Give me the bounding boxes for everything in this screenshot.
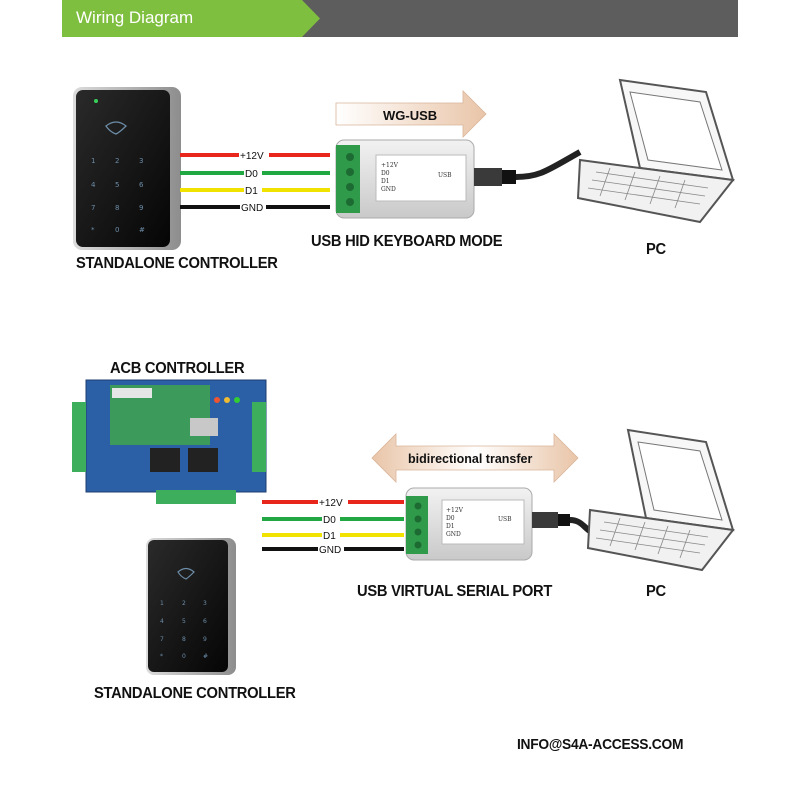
wire-label-12v: +12V (319, 498, 343, 509)
svg-text:+12V: +12V (381, 162, 399, 169)
header-tab: Wiring Diagram (62, 0, 320, 37)
svg-text:3: 3 (139, 157, 143, 165)
wire-labels-2: +12V D0 D1 GND (318, 496, 348, 556)
svg-text:1: 1 (91, 157, 95, 165)
svg-text:USB: USB (498, 516, 512, 523)
bidirectional-transfer-label: bidirectional transfer (408, 452, 532, 466)
wg-usb-arrow (335, 90, 487, 138)
svg-text:D0: D0 (446, 515, 455, 522)
svg-text:6: 6 (203, 618, 207, 625)
svg-text:#: # (139, 226, 145, 234)
svg-text:4: 4 (160, 618, 164, 625)
wire-label-d0: D0 (323, 515, 336, 526)
svg-text:0: 0 (182, 653, 186, 660)
svg-text:6: 6 (139, 181, 144, 189)
wire-label-gnd: GND (241, 203, 263, 214)
svg-text:9: 9 (203, 636, 207, 643)
svg-text:USB: USB (438, 172, 452, 179)
standalone-controller-device-1: 1 2 3 4 5 6 7 8 9 * 0 # (73, 87, 181, 250)
svg-text:D1: D1 (446, 523, 455, 530)
wires-1 (180, 153, 330, 209)
wire-label-d1: D1 (245, 186, 258, 197)
pc-label-1: PC (646, 241, 666, 258)
acb-controller-board (72, 379, 267, 504)
svg-text:*: * (160, 653, 163, 660)
wire-label-d1: D1 (323, 531, 336, 542)
adapter-pins-2: +12V D0 D1 GND USB (446, 507, 512, 538)
standalone-controller-device-2: 1 2 3 4 5 6 7 8 9 * 0 # (146, 538, 236, 675)
wire-label-gnd: GND (319, 545, 341, 556)
svg-text:8: 8 (182, 636, 186, 643)
svg-text:7: 7 (91, 204, 95, 212)
laptop-icon-2 (586, 428, 735, 572)
svg-text:2: 2 (115, 157, 119, 165)
svg-text:+12V: +12V (446, 507, 464, 514)
wire-label-d0: D0 (245, 169, 258, 180)
svg-text:7: 7 (160, 636, 164, 643)
svg-text:D0: D0 (381, 170, 390, 177)
bidirectional-arrow (371, 433, 579, 483)
svg-text:GND: GND (381, 186, 396, 193)
svg-text:5: 5 (115, 181, 119, 189)
svg-text:#: # (203, 653, 208, 660)
usb-cable-1 (515, 149, 582, 180)
svg-text:4: 4 (91, 181, 96, 189)
contact-email: INFO@S4A-ACCESS.COM (517, 736, 684, 753)
usb-adapter-1 (335, 139, 516, 219)
svg-text:9: 9 (139, 204, 143, 212)
standalone-controller-label-1: STANDALONE CONTROLLER (76, 255, 278, 272)
svg-text:8: 8 (115, 204, 119, 212)
svg-text:D1: D1 (381, 178, 390, 185)
wire-labels-1: +12V D0 D1 GND (239, 149, 269, 214)
usb-virtual-serial-port-label: USB VIRTUAL SERIAL PORT (357, 583, 553, 600)
svg-text:1: 1 (160, 600, 164, 607)
svg-text:3: 3 (203, 600, 207, 607)
standalone-controller-label-2: STANDALONE CONTROLLER (94, 685, 296, 702)
svg-text:0: 0 (115, 226, 119, 234)
svg-text:*: * (91, 226, 95, 234)
adapter-pins-1: +12V D0 D1 GND USB (381, 162, 452, 193)
wg-usb-label: WG-USB (383, 108, 437, 123)
usb-adapter-2 (405, 487, 570, 561)
svg-text:GND: GND (446, 531, 461, 538)
usb-hid-keyboard-mode-label: USB HID KEYBOARD MODE (311, 233, 503, 250)
page-title: Wiring Diagram (76, 8, 194, 27)
header-banner: Wiring Diagram (62, 0, 738, 37)
wire-label-12v: +12V (240, 151, 264, 162)
svg-text:5: 5 (182, 618, 186, 625)
laptop-icon-1 (576, 78, 735, 224)
pc-label-2: PC (646, 583, 666, 600)
svg-text:2: 2 (182, 600, 186, 607)
acb-controller-label: ACB CONTROLLER (110, 360, 245, 377)
